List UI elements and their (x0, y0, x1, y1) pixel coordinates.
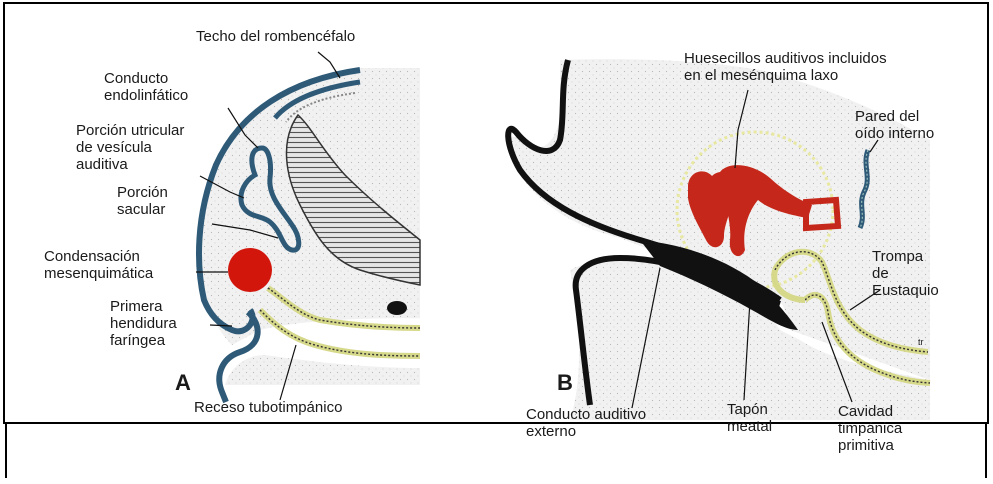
label-utricular-line3: auditiva (76, 156, 128, 173)
label-pared-line2: oído interno (855, 125, 934, 142)
label-trompa-line3: Eustaquio (872, 282, 939, 299)
label-condensacion-line1: Condensación (44, 248, 140, 265)
label-conducto-auditivo-line2: externo (526, 423, 576, 440)
label-huesecillos-line1: Huesecillos auditivos incluidos (684, 50, 887, 67)
panel-a-letter: A (175, 372, 191, 394)
label-sacular-line2: sacular (117, 201, 165, 218)
label-trompa-line2: de (872, 265, 889, 282)
label-tr: tr (918, 337, 924, 347)
label-cavidad-line1: Cavidad (838, 403, 893, 420)
label-sacular-line1: Porción (117, 184, 168, 201)
label-primera-line3: faríngea (110, 332, 165, 349)
label-cavidad-line3: primitiva (838, 437, 894, 454)
panel-b-letter: B (557, 372, 573, 394)
label-primera-line2: hendidura (110, 315, 177, 332)
label-pared-line1: Pared del (855, 108, 919, 125)
vessel-dot (387, 301, 407, 315)
label-cavidad-line2: timpánica (838, 420, 902, 437)
label-trompa-line1: Trompa (872, 248, 923, 265)
label-conducto-line1: Conducto (104, 70, 168, 87)
label-condensacion-line2: mesenquimática (44, 265, 153, 282)
label-techo-rombencefalo: Techo del rombencéfalo (196, 28, 355, 45)
label-tapon-line1: Tapón (727, 401, 768, 418)
label-conducto-auditivo-line1: Conducto auditivo (526, 406, 646, 423)
label-tapon-line2: meatal (727, 418, 772, 435)
label-receso-tubotimpanico: Receso tubotimpánico (194, 399, 342, 416)
label-utricular-line1: Porción utricular (76, 122, 184, 139)
label-utricular-line2: de vesícula (76, 139, 152, 156)
mesenchymal-condensation (228, 248, 272, 292)
label-conducto-line2: endolinfático (104, 87, 188, 104)
label-huesecillos-line2: en el mesénquima laxo (684, 67, 838, 84)
label-primera-line1: Primera (110, 298, 163, 315)
